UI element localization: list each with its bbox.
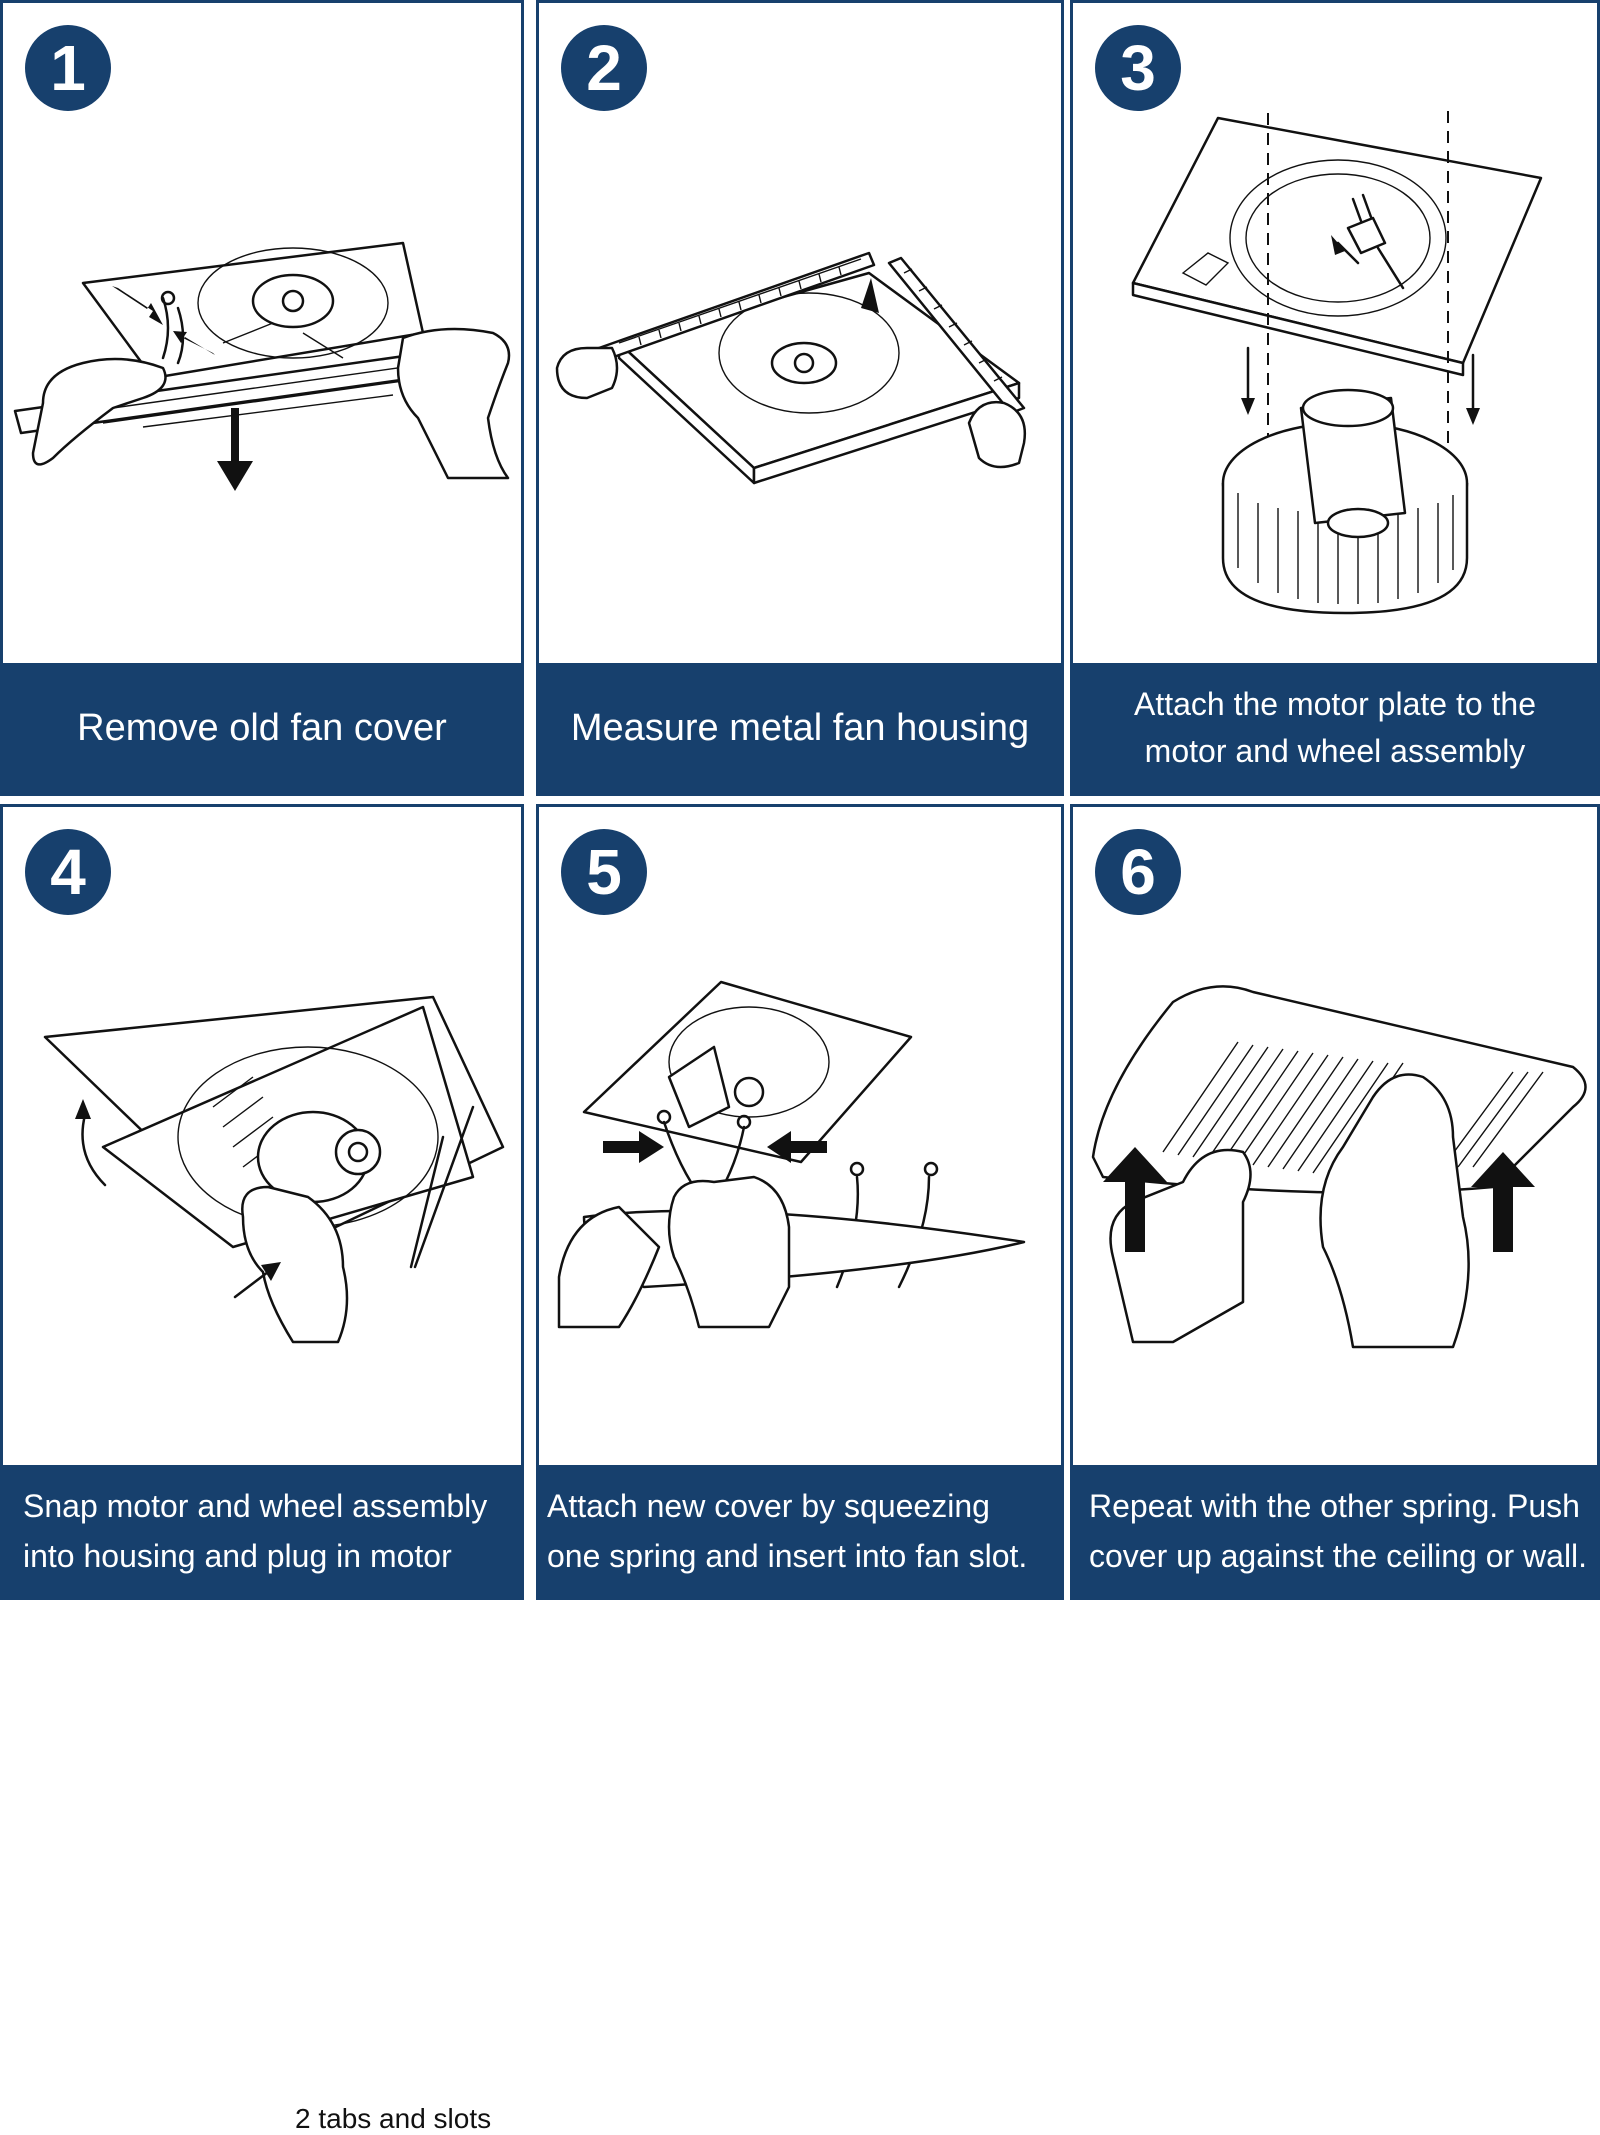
- step-6-panel: 6 Repeat with the other spring. Push cov…: [1070, 804, 1600, 1600]
- remove-cover-illustration: [13, 241, 511, 491]
- step-caption: Attach the motor plate to the motor and …: [1073, 663, 1597, 793]
- tabs-and-slots-annotation: 2 tabs and slots: [295, 2103, 492, 2134]
- step-1-panel: 1 Remove old fan cover: [0, 0, 524, 796]
- step-number-badge: 3: [1095, 25, 1181, 111]
- caption-line: Attach the motor plate to the: [1133, 686, 1536, 722]
- caption-line: Remove old fan cover: [77, 706, 447, 749]
- step-caption: Measure metal fan housing: [539, 663, 1061, 793]
- caption-line: motor and wheel assembly: [1144, 733, 1526, 769]
- step-caption: Attach new cover by squeezing one spring…: [539, 1465, 1061, 1597]
- step-5-panel: 5 Attach new cover by squeezing one spri…: [536, 804, 1064, 1600]
- snap-motor-illustration: [43, 995, 505, 1344]
- push-cover-illustration: [1091, 985, 1587, 1349]
- caption-line: Measure metal fan housing: [570, 706, 1030, 749]
- step-number-badge: 5: [561, 829, 647, 915]
- step-number-badge: 1: [25, 25, 111, 111]
- caption-line: Attach new cover by squeezing: [547, 1488, 990, 1524]
- step-number-badge: 4: [25, 829, 111, 915]
- caption-line: cover up against the ceiling or wall.: [1089, 1538, 1588, 1574]
- caption-line: Snap motor and wheel assembly: [23, 1488, 488, 1524]
- motor-plate-illustration: [1131, 111, 1543, 615]
- attach-cover-illustration: [557, 980, 1026, 1329]
- step-number-badge: 6: [1095, 829, 1181, 915]
- caption-line: into housing and plug in motor: [23, 1538, 452, 1574]
- step-3-panel: 3 Attach the motor plate to the motor an…: [1070, 0, 1600, 796]
- step-2-panel: 2 Measure metal fan housing: [536, 0, 1064, 796]
- measure-housing-illustration: [555, 251, 1027, 485]
- step-caption: Snap motor and wheel assembly into housi…: [3, 1465, 521, 1597]
- step-number-badge: 2: [561, 25, 647, 111]
- caption-line: Repeat with the other spring. Push: [1089, 1488, 1580, 1524]
- step-4-panel: 2 tabs and slots 4 Snap motor and wheel …: [0, 804, 524, 2134]
- caption-line: one spring and insert into fan slot.: [547, 1538, 1028, 1574]
- step-caption: Repeat with the other spring. Push cover…: [1073, 1465, 1597, 1597]
- step-caption: Remove old fan cover: [3, 663, 521, 793]
